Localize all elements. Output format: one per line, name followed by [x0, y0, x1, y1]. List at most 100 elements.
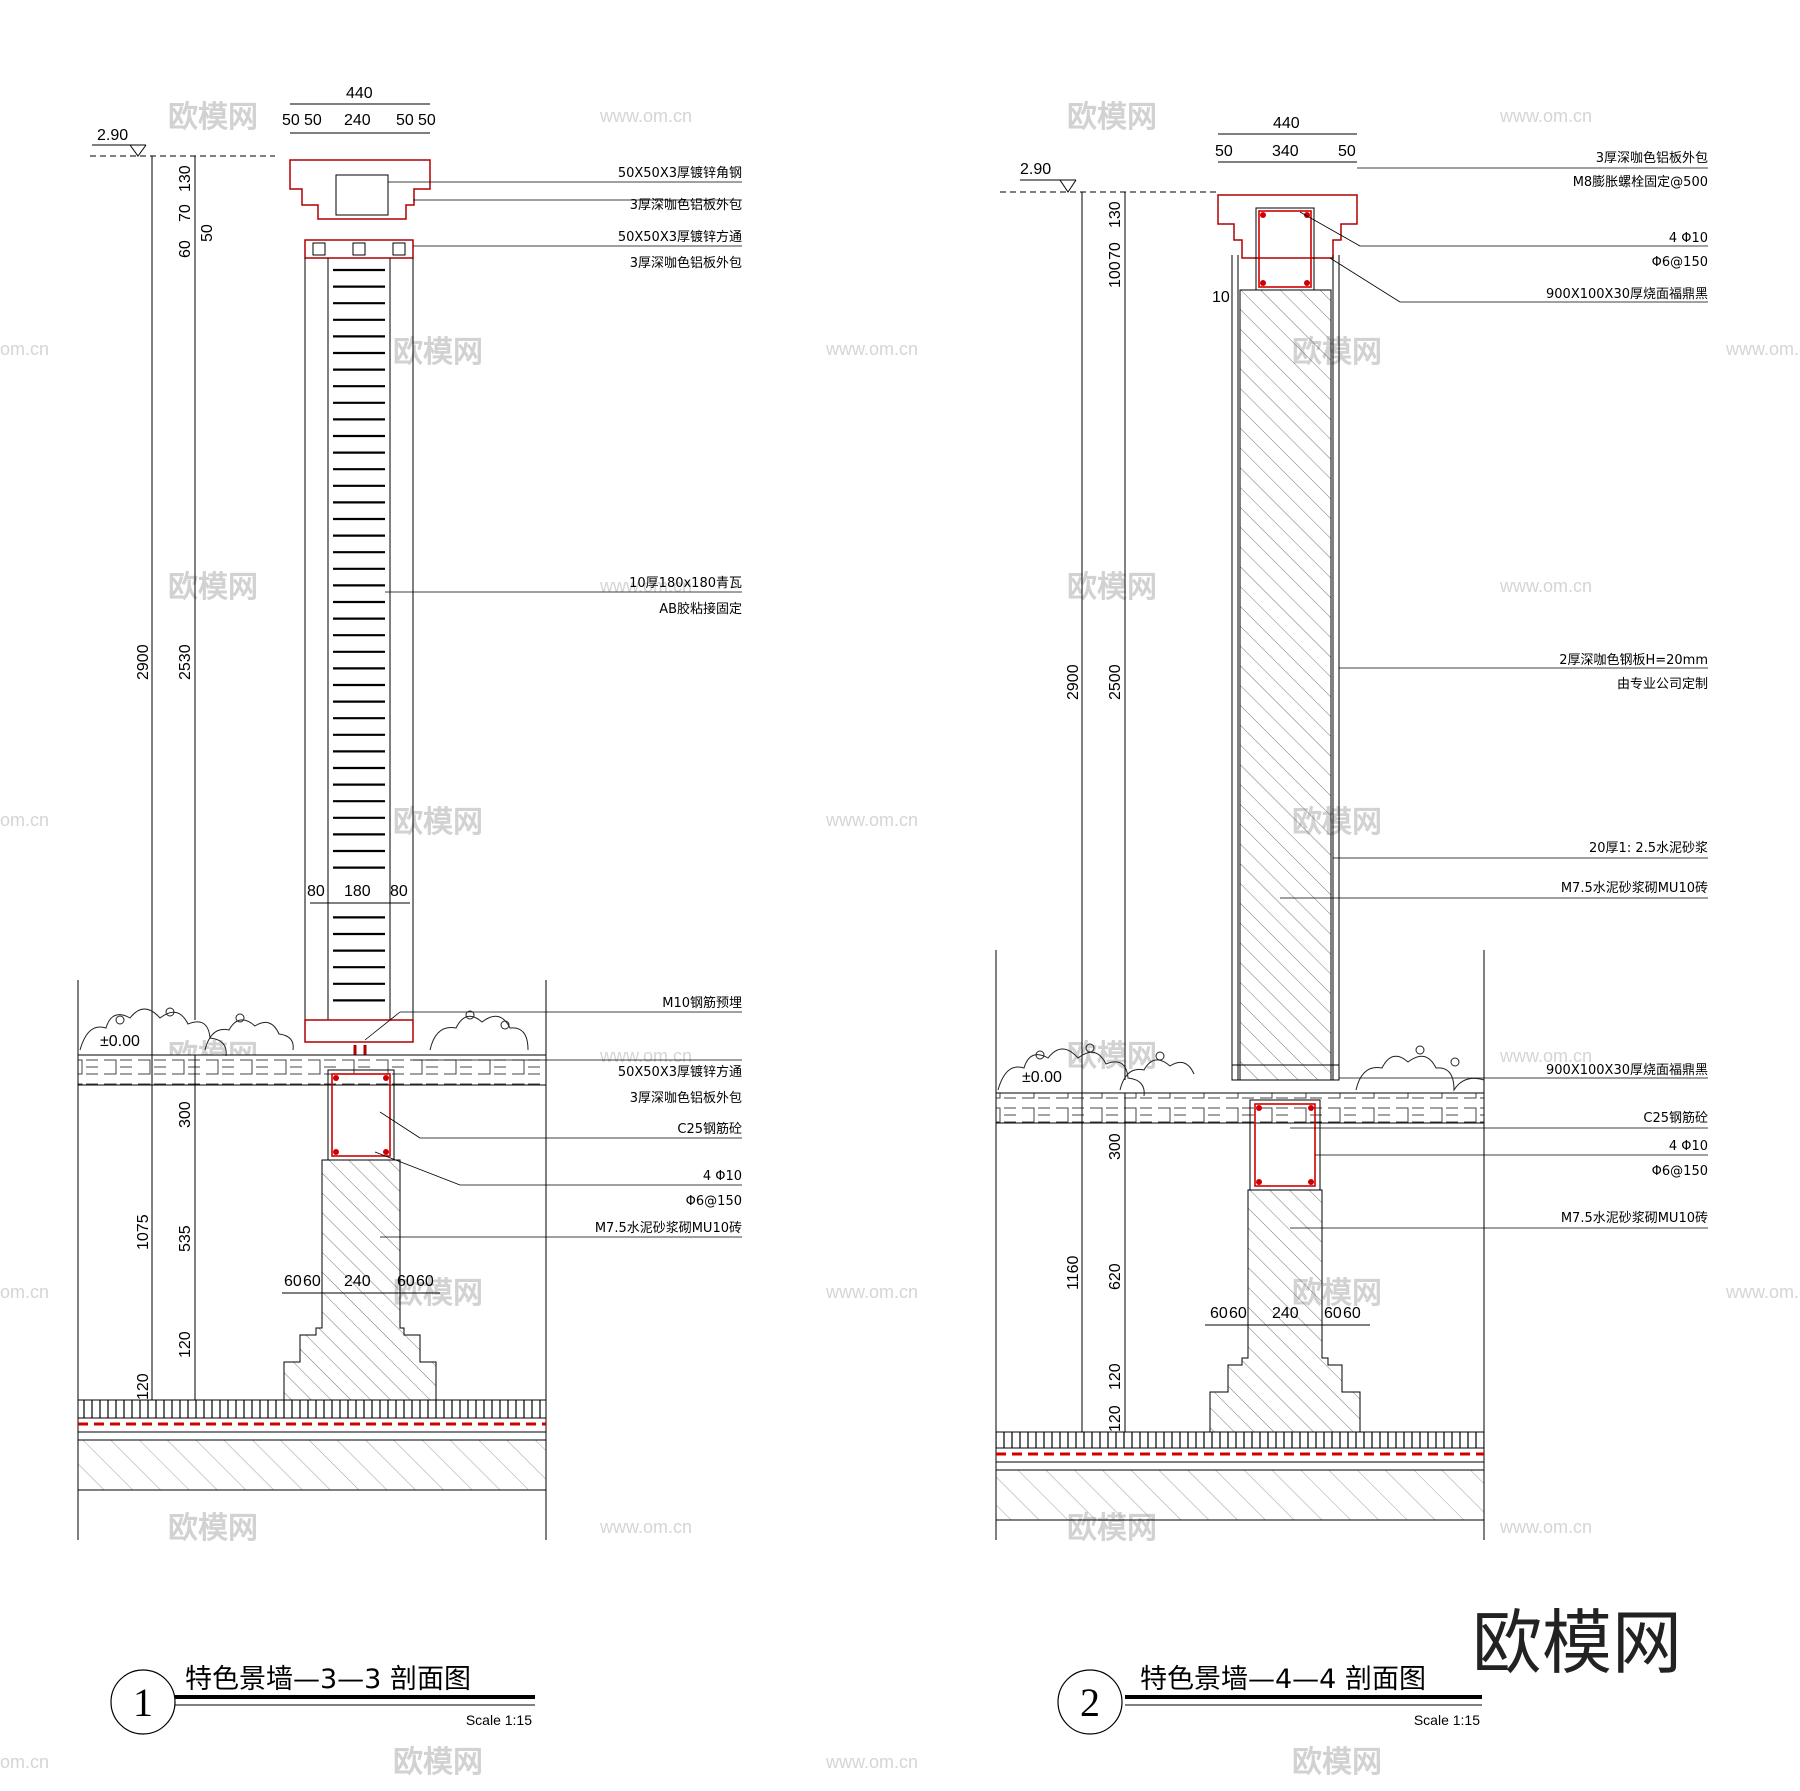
dim-label: 2900 [135, 644, 152, 680]
soil-layer [995, 1469, 1485, 1521]
dim-label: 535 [177, 1225, 194, 1252]
paving-band [995, 1092, 1485, 1124]
index-number: 1 [133, 1680, 153, 1725]
watermark-url: www.om.cn [599, 1517, 692, 1537]
note-label: 10厚180x180青瓦 [629, 576, 742, 591]
top-tube [304, 239, 414, 259]
tube-cell [392, 242, 406, 256]
note-label: 3厚深咖色铝板外包 [1596, 150, 1708, 166]
dim-label: 300 [1107, 1133, 1124, 1160]
watermark-url: www.om.cn [1499, 576, 1592, 596]
note-label: Φ6@150 [1652, 1164, 1708, 1179]
dim-label: 340 [1272, 143, 1299, 160]
note-label: 50X50X3厚镀锌方通 [618, 229, 742, 245]
dim-label: 60 [303, 1273, 321, 1290]
left-notes: 50X50X3厚镀锌角钢 3厚深咖色铝板外包 50X50X3厚镀锌方通 3厚深咖… [595, 165, 742, 1236]
dim-label: 180 [344, 883, 371, 900]
watermark-url: www.om.cn [599, 106, 692, 126]
right-dim-text: 440 50 340 50 2.90 2900 130 70 100 10 25… [1020, 115, 1361, 1432]
dim-label: 60 [177, 240, 194, 258]
note-label: 3厚深咖色铝板外包 [630, 197, 742, 213]
cap-aluminium [1217, 194, 1358, 259]
dim-label: 70 [1107, 242, 1124, 260]
bottom-tube [304, 1019, 414, 1043]
note-label: M7.5水泥砂浆砌MU10砖 [595, 1221, 742, 1236]
note-label: Φ6@150 [1652, 255, 1708, 270]
dim-label: 100 [1107, 261, 1124, 288]
left-dimensions [151, 103, 440, 1400]
rebar [1308, 1179, 1314, 1185]
dim-label: 60 [1343, 1305, 1361, 1322]
dim-label: 240 [344, 1273, 371, 1290]
scale-label: Scale 1:15 [1414, 1712, 1480, 1728]
watermark-layer: 欧模网 www.om.cn 欧模网 www.om.cn om.cn 欧模网 ww… [0, 100, 1800, 1780]
rebar [383, 1075, 389, 1081]
watermark-brand: 欧模网 [393, 1745, 483, 1780]
rebar [1260, 212, 1266, 218]
rebar [1256, 1179, 1262, 1185]
dim-label: 240 [1272, 1305, 1299, 1322]
note-label: 2厚深咖色钢板H=20mm [1559, 652, 1708, 668]
gravel-layer [995, 1431, 1485, 1449]
watermark-url: www.om.cn [1499, 1046, 1592, 1066]
dim-label: 120 [1107, 1405, 1124, 1432]
watermark-url: www.om.cn [825, 1282, 918, 1302]
left-leaders [364, 181, 742, 1238]
watermark-url: om.cn [0, 810, 49, 830]
rebar [1260, 280, 1266, 286]
right-dimensions [1081, 133, 1370, 1432]
watermark-url: www.om.cn [1725, 1282, 1800, 1302]
level-symbol [1059, 179, 1077, 193]
note-label: M8膨胀螺栓固定@500 [1573, 175, 1708, 190]
watermark-brand: 欧模网 [168, 1511, 258, 1546]
dim-label: 2900 [1065, 664, 1082, 700]
stirrup [1258, 210, 1312, 288]
note-label: M7.5水泥砂浆砌MU10砖 [1561, 1211, 1708, 1226]
dim-label: 2530 [177, 644, 194, 680]
dim-label: 50 [1338, 143, 1356, 160]
rebar [1304, 280, 1310, 286]
dim-label: 60 [397, 1273, 415, 1290]
right-notes: 3厚深咖色铝板外包 M8膨胀螺栓固定@500 4 Φ10 Φ6@150 900X… [1546, 150, 1708, 1226]
left-dim-text: 440 50 50 240 50 50 2.90 2900 130 70 50 … [97, 85, 436, 1400]
watermark-brand: 欧模网 [168, 570, 258, 605]
shrub-planting [997, 1043, 1485, 1097]
dim-label: 120 [177, 1331, 194, 1358]
dim-label: 440 [1273, 115, 1300, 132]
note-label: 4 Φ10 [1669, 1139, 1708, 1154]
note-label: 3厚深咖色铝板外包 [630, 255, 742, 271]
dim-label: 60 [416, 1273, 434, 1290]
note-label: AB胶粘接固定 [659, 601, 742, 617]
cap-core [335, 174, 389, 216]
index-circle [1057, 1669, 1123, 1735]
level-value: 2.90 [97, 127, 128, 144]
gravel-layer [77, 1399, 547, 1419]
watermark-url: om.cn [0, 339, 49, 359]
dim-label: 130 [1107, 201, 1124, 228]
note-label: Φ6@150 [686, 1194, 742, 1209]
dim-label: 50 [304, 112, 322, 129]
tube-cell [312, 242, 326, 256]
section-title: 特色景墙—4—4 剖面图 [1140, 1664, 1426, 1695]
soil-layer [77, 1439, 547, 1491]
note-label: M7.5水泥砂浆砌MU10砖 [1561, 881, 1708, 896]
dim-label: 70 [177, 204, 194, 222]
watermark-url: om.cn [0, 1282, 49, 1302]
note-label: 900X100X30厚烧面福鼎黑 [1546, 1063, 1708, 1078]
dim-label: 50 [418, 112, 436, 129]
watermark-brand: 欧模网 [1292, 1745, 1382, 1780]
dim-label: 300 [177, 1101, 194, 1128]
ground-level: ±0.00 [100, 1033, 140, 1050]
rebar [333, 1075, 339, 1081]
dim-label: 60 [1229, 1305, 1247, 1322]
note-label: 50X50X3厚镀锌角钢 [618, 165, 742, 181]
tube-cell [352, 242, 366, 256]
rebar [333, 1149, 339, 1155]
right-title-block: 2 特色景墙—4—4 剖面图 Scale 1:15 [1057, 1664, 1482, 1735]
note-label: 3厚深咖色铝板外包 [630, 1090, 742, 1106]
watermark-url: www.om.cn [1499, 1517, 1592, 1537]
tile-courses [333, 268, 385, 1002]
dim-label: 130 [177, 165, 194, 192]
dim-label: 1075 [135, 1214, 152, 1250]
watermark-brand: 欧模网 [1067, 100, 1157, 135]
